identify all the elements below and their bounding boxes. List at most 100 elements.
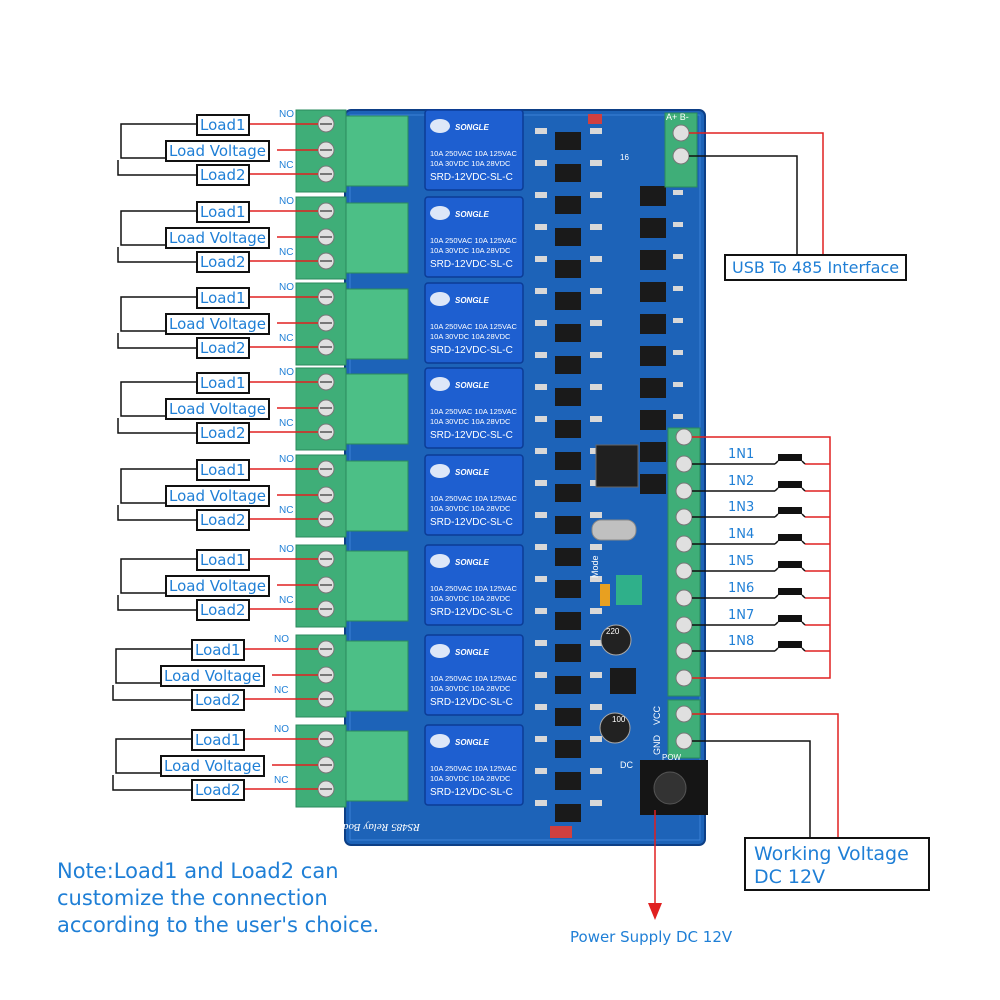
button-contact: [774, 460, 779, 465]
push-button-icon: [778, 481, 802, 488]
terminal-plug: [345, 640, 409, 712]
screw-icon: [675, 535, 693, 553]
smd-resistor: [590, 704, 602, 710]
mode-dip-switch: [616, 575, 642, 605]
rs485-b-wire: [689, 155, 798, 258]
load-voltage-label: Load Voltage: [160, 665, 266, 687]
relay-rating-1: 10A 250VAC 10A 125VAC: [430, 674, 517, 683]
input-label-7: 1N7: [728, 608, 755, 623]
smd-resistor: [535, 288, 547, 294]
button-contact: [774, 540, 779, 545]
load2-return-wire: [117, 160, 196, 176]
relay-body: [424, 454, 524, 536]
push-button-icon: [778, 561, 802, 568]
relay-body: [424, 367, 524, 449]
output-terminal-2: [295, 196, 409, 280]
optocoupler-chip: [555, 292, 581, 310]
note-line-3: according to the user's choice.: [57, 913, 380, 937]
relay-logo-icon: [430, 734, 450, 748]
screw-icon: [675, 589, 693, 607]
no-contact-label: NO: [274, 724, 289, 735]
crystal-oscillator: [591, 519, 637, 541]
button-contact: [801, 647, 806, 652]
optocoupler-chip: [555, 708, 581, 726]
smd-resistor: [590, 640, 602, 646]
load-voltage-label: Load Voltage: [165, 485, 271, 507]
smd-resistor: [535, 448, 547, 454]
load2-label: Load2: [191, 779, 245, 801]
ic-marking: 220: [606, 627, 620, 636]
relay-model: SRD-12VDC-SL-C: [430, 172, 513, 183]
silk-dc: DC: [620, 760, 633, 770]
relay-brand: SONGLE: [455, 558, 489, 567]
driver-chip: [640, 346, 666, 366]
driver-chip: [640, 442, 666, 462]
smd-resistor: [535, 544, 547, 550]
screw-icon: [675, 455, 693, 473]
screw-icon: [675, 732, 693, 750]
relay-rating-1: 10A 250VAC 10A 125VAC: [430, 584, 517, 593]
nc-contact-label: NC: [274, 685, 289, 696]
working-voltage-label: Working Voltage: [754, 843, 909, 865]
smd-capacitor: [673, 222, 683, 227]
smd-resistor: [535, 768, 547, 774]
optocoupler-chip: [555, 484, 581, 502]
no-contact-label: NO: [279, 282, 294, 293]
smd-resistor: [535, 192, 547, 198]
smd-resistor: [535, 512, 547, 518]
input-label-2: 1N2: [728, 474, 755, 489]
button-contact: [801, 594, 806, 599]
smd-resistor: [535, 480, 547, 486]
button-contact: [801, 513, 806, 518]
smd-resistor: [590, 288, 602, 294]
relay-rating-2: 10A 30VDC 10A 28VDC: [430, 159, 511, 168]
push-button-icon: [778, 588, 802, 595]
driver-chip: [640, 282, 666, 302]
rs485-terminal: [664, 112, 698, 188]
push-button-icon: [778, 615, 802, 622]
smd-resistor: [590, 768, 602, 774]
relay-rating-1: 10A 250VAC 10A 125VAC: [430, 236, 517, 245]
nc-contact-label: NC: [279, 247, 294, 258]
load1-label: Load1: [196, 287, 250, 309]
smd-capacitor: [673, 318, 683, 323]
load1-return-wire: [120, 296, 196, 332]
load1-return-wire: [120, 558, 196, 594]
optocoupler-chip: [555, 356, 581, 374]
button-contact: [774, 487, 779, 492]
smd-resistor: [535, 320, 547, 326]
no-contact-label: NO: [279, 367, 294, 378]
smd-resistor: [590, 128, 602, 134]
smd-resistor: [535, 672, 547, 678]
smd-resistor: [535, 256, 547, 262]
output-terminal-1: [295, 109, 409, 193]
relay-body: [424, 634, 524, 716]
load-voltage-label: Load Voltage: [165, 313, 271, 335]
load2-return-wire: [112, 775, 191, 791]
relay-logo-icon: [430, 554, 450, 568]
silk-vcc: VCC: [652, 705, 662, 725]
input-label-8: 1N8: [728, 634, 755, 649]
power-terminal: [667, 699, 701, 759]
relay-rating-1: 10A 250VAC 10A 125VAC: [430, 149, 517, 158]
terminal-plug: [345, 373, 409, 445]
output-terminal-6: [295, 544, 409, 628]
output-terminal-5: [295, 454, 409, 538]
output-terminal-blocks: [295, 109, 409, 808]
terminal-plug: [345, 115, 409, 187]
screw-icon: [672, 147, 690, 165]
input-common-wire: [692, 436, 831, 679]
silk-ab: A+ B-: [666, 112, 689, 122]
smd-resistor: [535, 736, 547, 742]
load1-label: Load1: [196, 372, 250, 394]
dc-jack-socket: [653, 771, 687, 805]
reset-button: [550, 826, 572, 838]
relay-logo-icon: [430, 206, 450, 220]
relay-rating-2: 10A 30VDC 10A 28VDC: [430, 774, 511, 783]
load1-label: Load1: [191, 639, 245, 661]
